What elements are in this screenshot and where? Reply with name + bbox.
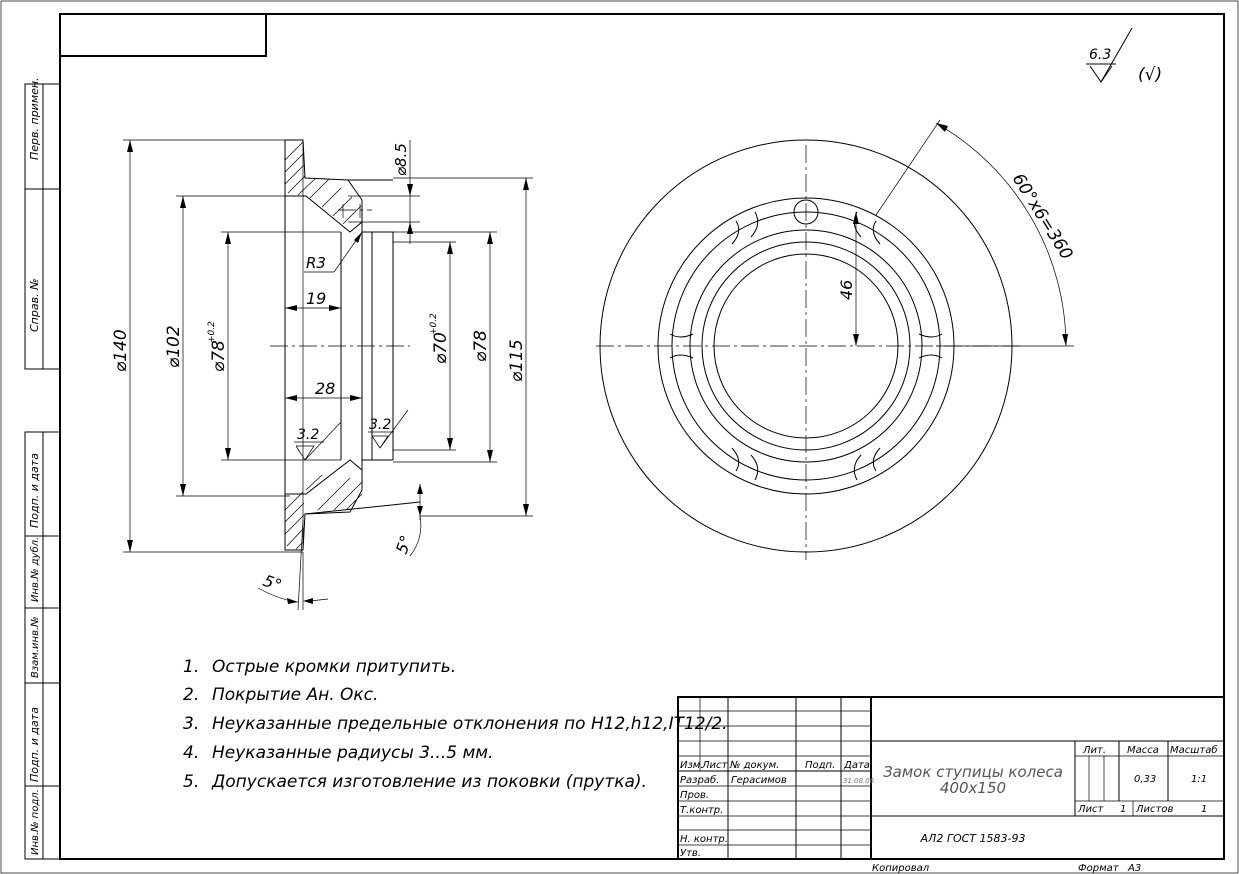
tb-title-line2: 400х150 xyxy=(940,779,1006,797)
hatched-section-bottom xyxy=(284,459,363,551)
side-inv-dubl: Инв.№ дубл. xyxy=(29,537,41,602)
tb-col-izm: Изм. xyxy=(680,760,704,771)
dim-d70-tol: ⌀70 xyxy=(431,332,451,364)
dim-w19: 19 xyxy=(306,289,326,308)
tb-row-nkontr: Н. контр. xyxy=(680,834,728,845)
side-strip: Перв. примен. Справ. № Подп. и дата Инв.… xyxy=(24,77,61,860)
tb-col-doc: № докум. xyxy=(729,760,779,771)
dim-d78-tol-sup: +0.2 xyxy=(207,321,217,343)
roughness-mark-right: 3.2 xyxy=(368,409,409,449)
side-perv-primen: Перв. примен. xyxy=(28,77,41,160)
tb-col-list: Лист xyxy=(701,760,729,771)
tb-row-razrab: Разраб. xyxy=(680,774,719,786)
note-num-4: 4. xyxy=(183,743,199,763)
plan-view: 46 60°x6=360 xyxy=(596,119,1077,560)
dim-angle-bottom: 5° xyxy=(261,571,285,595)
note-text-4: Неуказанные радиусы 3...5 мм. xyxy=(212,743,494,763)
tb-row-tkontr: Т.контр. xyxy=(680,805,723,816)
note-text-5: Допускается изготовление из поковки (пру… xyxy=(211,772,647,792)
dim-h46: 46 xyxy=(837,280,856,300)
doc-code-box xyxy=(60,14,267,57)
tb-massa-label: Масса xyxy=(1127,745,1159,756)
tb-listov-label: Листов xyxy=(1135,804,1173,815)
tb-razrab-name: Герасимов xyxy=(731,775,787,786)
dim-d8-5: ⌀8.5 xyxy=(392,143,410,176)
tb-col-data: Дата xyxy=(843,760,870,771)
tb-list-label: Лист xyxy=(1077,804,1105,815)
dim-d78-tol: ⌀78 xyxy=(209,340,229,372)
roughness-mark-left: 3.2 xyxy=(294,421,342,461)
section-view: ⌀140 ⌀102 ⌀78 +0.2 19 28 R3 xyxy=(111,139,533,611)
footer-format-label: Формат xyxy=(1078,863,1120,874)
dim-angle-right: 5° xyxy=(392,533,416,557)
dim-d102: ⌀102 xyxy=(164,325,184,368)
tb-col-podp: Подп. xyxy=(805,760,835,771)
hatched-section-top xyxy=(284,139,363,233)
dim-rough-left: 3.2 xyxy=(297,427,319,443)
tb-massa-value: 0,33 xyxy=(1134,774,1156,785)
note-num-3: 3. xyxy=(183,714,199,734)
dim-rough-right: 3.2 xyxy=(369,417,391,433)
side-podp-data-1: Подп. и дата xyxy=(28,453,41,528)
dim-d115: ⌀115 xyxy=(507,339,527,382)
tb-lit-label: Лит. xyxy=(1082,745,1106,756)
tb-material: АЛ2 ГОСТ 1583-93 xyxy=(920,832,1026,845)
dim-d78: ⌀78 xyxy=(471,330,491,362)
tb-razrab-date: 31.08.06 xyxy=(843,777,875,785)
note-num-5: 5. xyxy=(183,772,199,792)
surface-finish-value: 6.3 xyxy=(1089,47,1111,63)
footer-kopiroval: Копировал xyxy=(872,863,930,874)
tb-masshtab-value: 1:1 xyxy=(1191,774,1207,785)
dim-d140: ⌀140 xyxy=(111,329,131,372)
dim-r3: R3 xyxy=(306,254,326,272)
tb-masshtab-label: Масштаб xyxy=(1170,744,1218,756)
side-vzam-inv: Взам.инв.№ xyxy=(30,616,41,678)
title-block: Изм. Лист № докум. Подп. Дата Разраб. Ге… xyxy=(677,696,1225,860)
bolt-hole xyxy=(793,199,819,225)
tb-title-line1: Замок ступицы колеса xyxy=(883,763,1063,781)
note-text-1: Острые кромки притупить. xyxy=(212,657,456,677)
dim-pattern: 60°x6=360 xyxy=(1008,170,1077,263)
tb-listov-value: 1 xyxy=(1201,804,1207,815)
note-text-2: Покрытие Ан. Окс. xyxy=(212,685,378,705)
note-text-3: Неуказанные предельные отклонения по H12… xyxy=(212,714,728,734)
surface-finish-other: (√) xyxy=(1138,65,1162,85)
surface-finish-symbol: 6.3 (√) xyxy=(1086,27,1162,85)
side-podp-data-2: Подп. и дата xyxy=(28,707,41,782)
side-sprav-no: Справ. № xyxy=(28,278,41,332)
dim-w28: 28 xyxy=(315,379,335,398)
dim-d70-tol-sup: +0.2 xyxy=(429,313,439,335)
footer-format-value: A3 xyxy=(1127,863,1141,874)
note-num-2: 2. xyxy=(183,685,199,705)
side-inv-podl: Инв.№ подл. xyxy=(30,789,41,855)
tb-row-prov: Пров. xyxy=(680,790,709,801)
ribs xyxy=(669,211,943,481)
technical-notes: 1. Острые кромки притупить. 2. Покрытие … xyxy=(183,657,728,792)
tb-row-utv: Утв. xyxy=(680,848,701,859)
tb-list-value: 1 xyxy=(1120,804,1126,815)
note-num-1: 1. xyxy=(183,657,199,677)
